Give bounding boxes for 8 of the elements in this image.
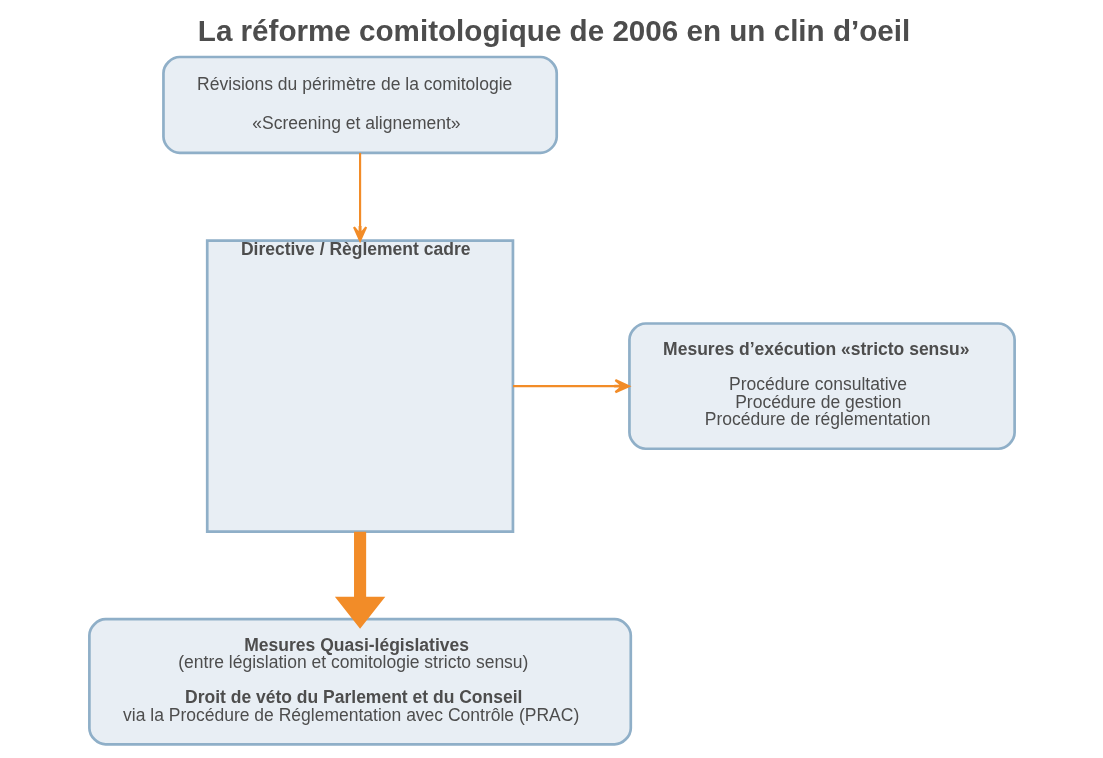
arrow	[352, 152, 367, 242]
diagram-title: La réforme comitologique de 2006 en un clin d’oeil	[197, 14, 910, 48]
node-box: Mesures d’exécution «stricto sensu» Procédure consultative Procédure de gestion Procédure de réglementation	[627, 322, 1016, 451]
arrow	[512, 379, 630, 394]
node-box: Révisions du périmètre de la comitologie «Screening et alignement»	[161, 55, 558, 155]
node-box: Directive / Règlement cadre	[205, 239, 514, 533]
arrow	[334, 531, 385, 629]
node-box: Mesures Quasi-législatives (entre législation et comitologie stricto sensu) Droit de véto du Parlement et du Conseil via la Procédure de Réglementation avec Contrôle (PRAC)	[87, 617, 632, 746]
